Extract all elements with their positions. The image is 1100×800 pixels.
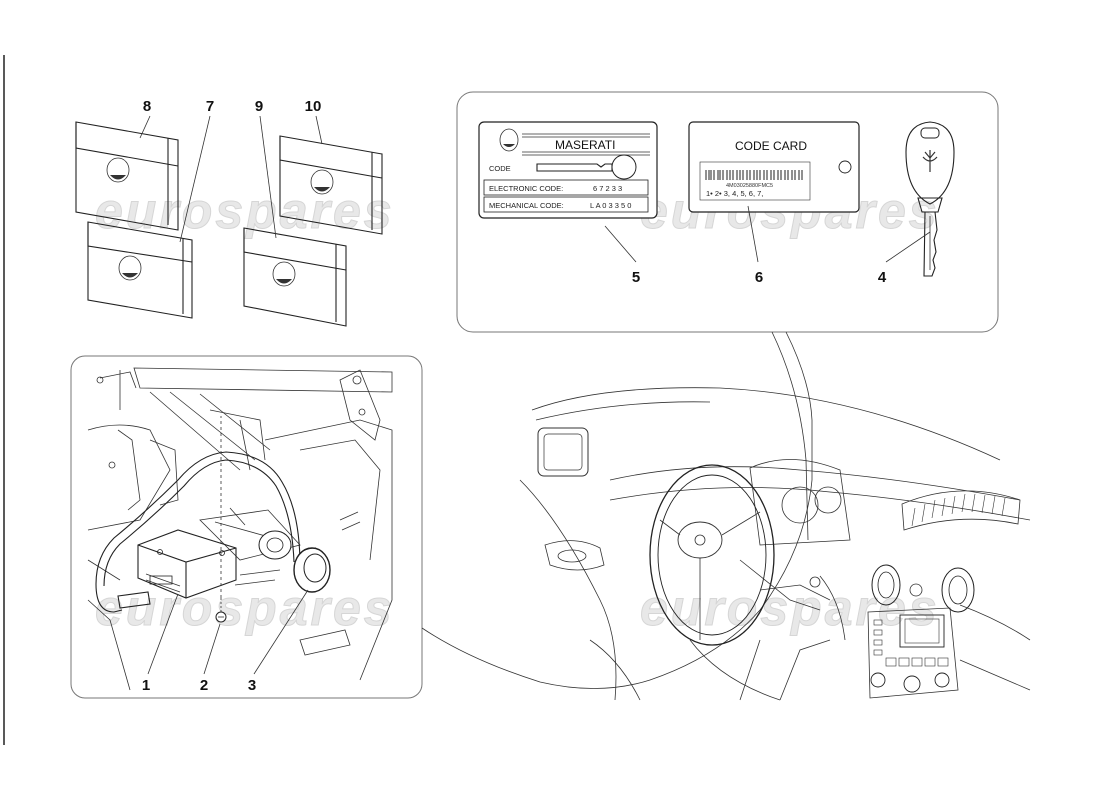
callout-8: 8 xyxy=(143,98,151,115)
card-brand: MASERATI xyxy=(555,138,615,152)
key-cards-panel: MASERATI CODE ELECTRONIC CODE: 6 7 2 3 3… xyxy=(456,91,999,333)
immobilizer-detail-panel: 1 2 3 xyxy=(70,355,423,699)
document-wallet-7 xyxy=(87,221,193,319)
mechanical-code-label: MECHANICAL CODE: xyxy=(489,201,564,210)
immobilizer-module xyxy=(117,529,237,609)
barcode-text: 4M03025880FMC5 xyxy=(726,183,773,189)
callout-7: 7 xyxy=(206,98,214,115)
code-card: CODE CARD 4M03025880FMC5 xyxy=(688,121,860,213)
barcode xyxy=(705,170,803,180)
connector-lines xyxy=(421,331,813,689)
code-card-title: CODE CARD xyxy=(735,139,807,153)
card-code-label: CODE xyxy=(489,164,511,173)
electronic-code-value: 6 7 2 3 3 xyxy=(593,184,622,193)
callout-1: 1 xyxy=(142,677,150,694)
callout-3: 3 xyxy=(248,677,256,694)
mechanical-code-value: L A 0 3 3 5 0 xyxy=(590,201,631,210)
callout-2: 2 xyxy=(200,677,208,694)
dashboard-drawing xyxy=(519,387,1031,701)
maserati-code-card: MASERATI CODE ELECTRONIC CODE: 6 7 2 3 3… xyxy=(478,121,658,219)
electronic-code-label: ELECTRONIC CODE: xyxy=(489,184,563,193)
callout-6: 6 xyxy=(755,269,763,286)
document-wallet-9 xyxy=(243,227,347,327)
transponder-ring xyxy=(293,547,331,593)
code-sequence: 1• 2• 3, 4, 5, 6, 7, xyxy=(706,189,763,198)
watermarks: eurospares eurospares eurospares eurospa… xyxy=(95,183,940,637)
watermark-text: eurospares xyxy=(95,183,395,239)
callout-4: 4 xyxy=(878,269,887,286)
document-wallet-10 xyxy=(279,135,383,235)
callout-5: 5 xyxy=(632,269,640,286)
steering-column-structure xyxy=(87,367,393,691)
screw xyxy=(215,416,227,623)
watermark-text: eurospares xyxy=(95,580,395,636)
document-wallet-8 xyxy=(75,121,179,231)
callout-9: 9 xyxy=(255,98,263,115)
document-wallets: 8 7 9 10 xyxy=(75,98,383,327)
watermark-text: eurospares xyxy=(640,580,940,636)
callout-10: 10 xyxy=(305,98,322,115)
key-fob xyxy=(905,121,955,277)
